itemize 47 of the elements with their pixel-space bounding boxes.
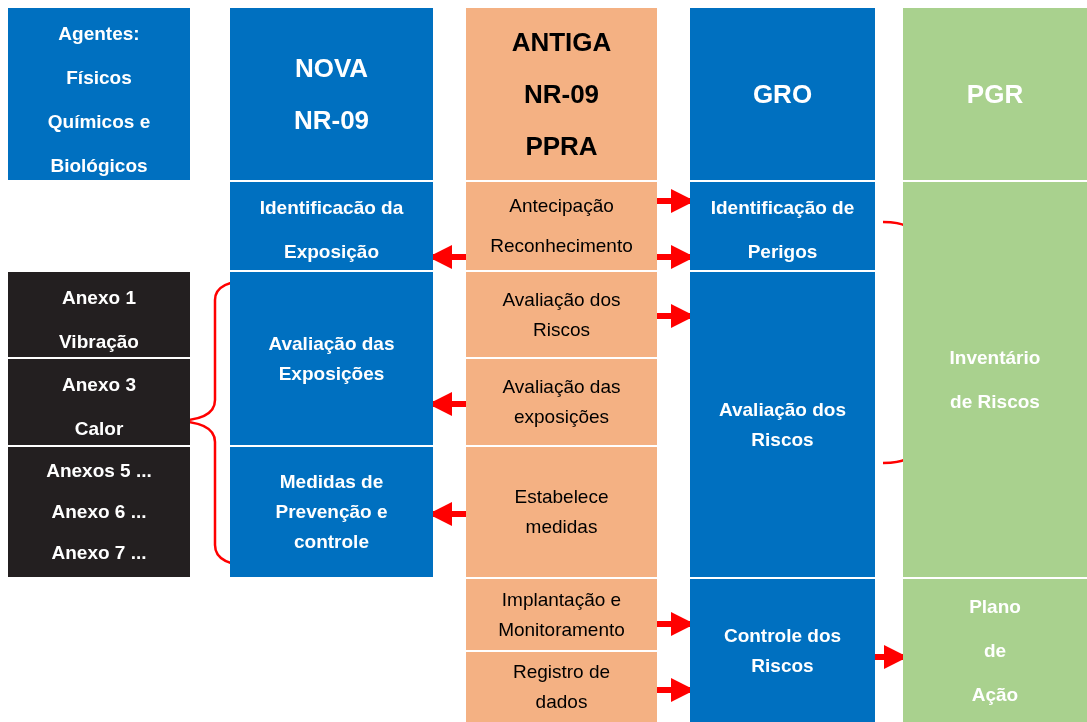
cell-text: Inventário de Riscos <box>948 345 1042 414</box>
table-cell-box <box>8 8 190 180</box>
cell-text: Medidas de Prevenção e controle <box>274 470 389 554</box>
cell-text: Avaliação dos Riscos <box>501 287 622 342</box>
table-cell-box <box>8 447 190 577</box>
cell-text: Anexos 5 ... <box>46 459 152 484</box>
cell-text: GRO <box>752 78 813 111</box>
table-cell-box <box>690 579 875 722</box>
table-cell-box <box>230 8 433 180</box>
cell-text: Avaliação das exposições <box>501 375 622 429</box>
table-cell-box <box>903 579 1087 722</box>
cell-text: Implantação e Monitoramento <box>497 587 626 642</box>
cell-text: ANTIGA NR-09 PPRA <box>511 26 612 163</box>
table-cell-box <box>903 8 1087 180</box>
cell-text: Identificacão da Exposição <box>258 196 405 264</box>
cell-text: Plano de Ação <box>968 594 1022 707</box>
table-cell-box <box>8 272 190 357</box>
cell-text: PGR <box>966 78 1024 111</box>
cell-text: Avaliação dos Riscos <box>717 397 848 452</box>
table-cell-box <box>466 272 657 357</box>
table-cell-box <box>230 182 433 270</box>
table-cell-box <box>230 272 433 445</box>
cell-text: Avaliação das Exposições <box>267 331 396 386</box>
cell-text: Identificação de Perigos <box>709 196 856 264</box>
cell-text: NOVA NR-09 <box>292 52 371 137</box>
table-cell-box <box>230 447 433 577</box>
table-cell-box <box>466 579 657 650</box>
cell-text: Reconhecimento <box>490 234 633 258</box>
cell-text: Controle dos Riscos <box>722 623 843 678</box>
table-cell-box <box>466 447 657 577</box>
cell-text: Anexo 7 ... <box>51 540 147 565</box>
cell-text: Registro de dados <box>511 660 612 714</box>
cell-text: Anexo 3 Calor <box>61 373 137 441</box>
table-cell-box <box>690 272 875 577</box>
cell-text: Anexo 6 ... <box>51 500 147 524</box>
table-cell-box <box>466 182 657 270</box>
table-cell-box <box>690 182 875 270</box>
cell-text: Agentes: Físicos Químicos e Biológicos <box>46 22 152 178</box>
cell-text: Antecipação <box>509 194 614 218</box>
table-cell-box <box>903 182 1087 577</box>
table-cell-box <box>466 8 657 180</box>
table-cell-box <box>690 8 875 180</box>
table-cell-box <box>466 359 657 445</box>
cell-text: Estabelece medidas <box>513 485 610 539</box>
table-cell-box <box>466 652 657 722</box>
cell-text: Anexo 1 Vibração <box>58 286 140 354</box>
table-cell-box <box>8 359 190 445</box>
